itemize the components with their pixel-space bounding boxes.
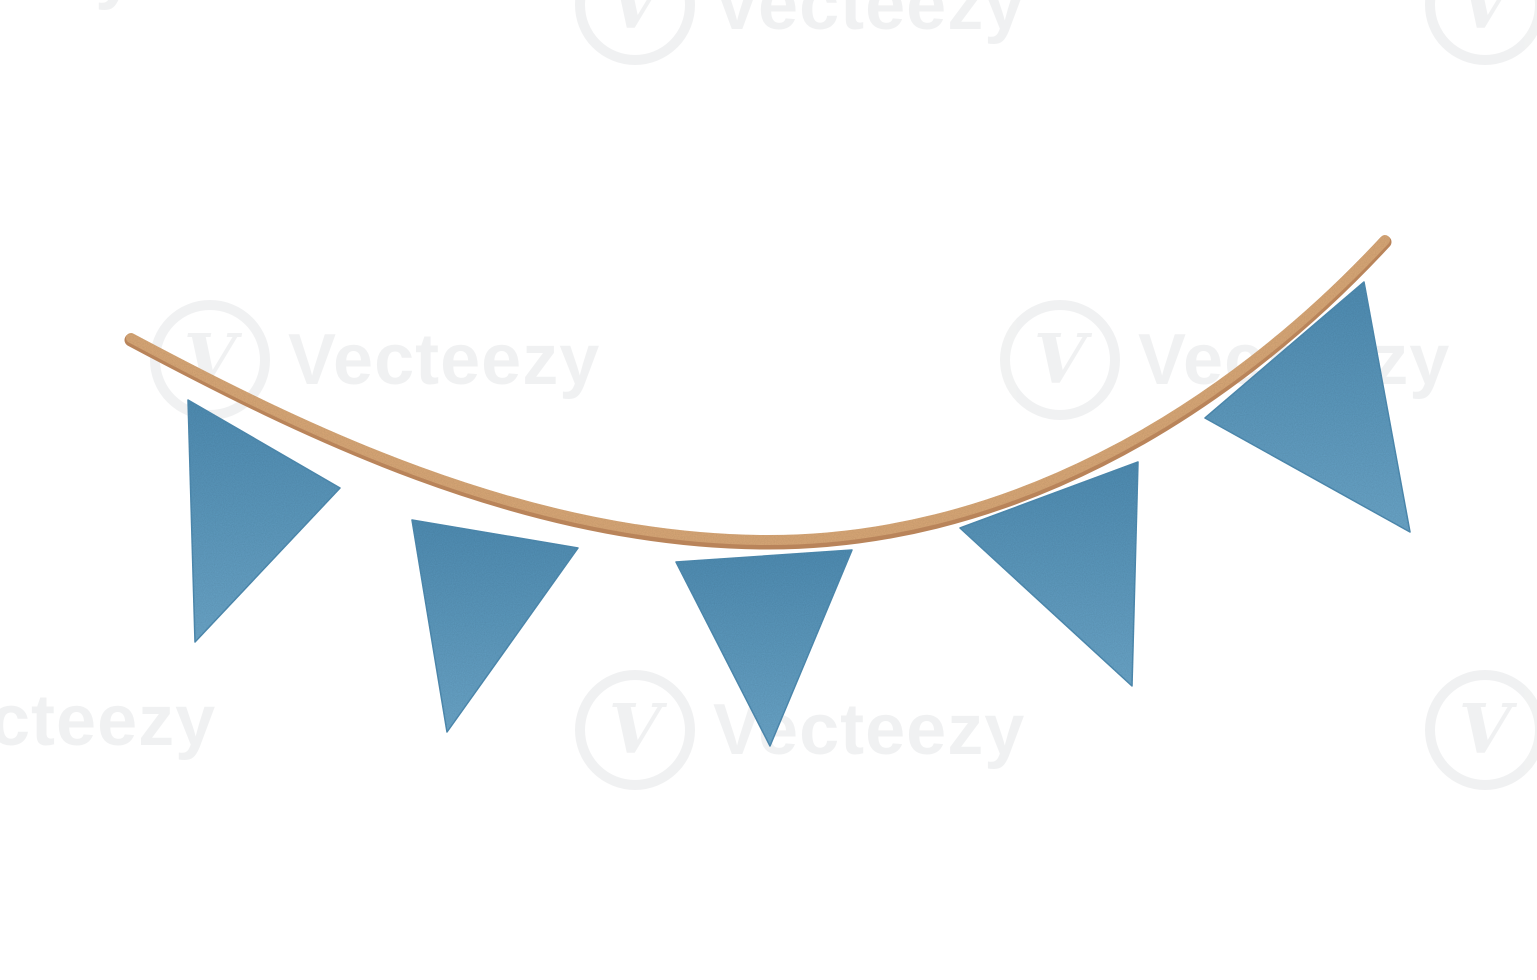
pennant-4 — [959, 461, 1139, 687]
pennant-2 — [411, 519, 579, 733]
pennant-5 — [1204, 281, 1411, 533]
pennant-group — [187, 281, 1411, 747]
pennant-1 — [187, 399, 341, 643]
pennant-3 — [675, 549, 853, 747]
garland-string — [126, 235, 1390, 546]
